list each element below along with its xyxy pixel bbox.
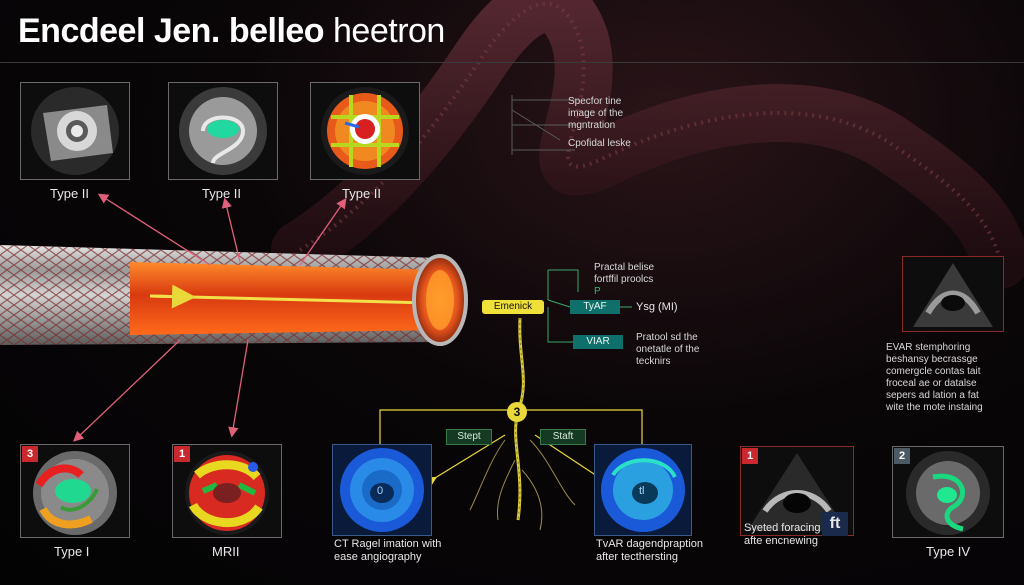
tvar-caption-line-2: after tecthersting <box>596 551 678 563</box>
bottom-panel-2-badge: 1 <box>174 446 190 462</box>
tvar-glyph: tl <box>639 485 645 497</box>
ct-cross-section-image <box>31 87 119 175</box>
ct-angiography-caption: CT Ragel imation with ease angiography <box>334 538 441 564</box>
ct-angiography-image <box>340 448 424 532</box>
bottom-panel-2 <box>172 444 282 538</box>
evar-note: EVAR stemphoring beshansy becrassge come… <box>886 342 983 414</box>
legend-note-line-2: image of the <box>568 108 624 119</box>
ultra-panel-badge: 1 <box>742 448 758 464</box>
title-divider <box>0 62 1024 63</box>
type-iv-badge: 2 <box>894 448 910 464</box>
viar-chip: VIAR <box>573 335 623 349</box>
flow-right-note-line-2: onetatle of the <box>636 344 700 355</box>
type-i-heatmap-image <box>33 451 117 535</box>
arrow-to-top-panel-3 <box>299 197 347 266</box>
top-panel-3 <box>310 82 420 180</box>
heatmap-cross-section-image <box>321 87 409 175</box>
ct-graft-image <box>179 87 267 175</box>
type-iv-label: Type IV <box>926 544 971 559</box>
top-panel-2-label: Type II <box>202 186 242 201</box>
ultra-panel-caption-line-1: Syeted foracing <box>744 522 821 534</box>
tyaf-chip: TyAF <box>570 300 620 314</box>
ct-angiography-glyph: 0 <box>377 485 384 497</box>
mri-heatmap-image <box>185 451 269 535</box>
evar-note-line-3: comergcle contas tait <box>886 366 981 377</box>
flow-right-note: Pratool sd the onetatle of the tecknirs <box>636 332 699 368</box>
legend-bracket <box>511 95 580 155</box>
page-title: Encdeel Jen. belleo heetron <box>18 12 445 51</box>
stept-chip: Stept <box>446 429 492 445</box>
evar-note-line-4: froceal ae or datalse <box>886 378 977 389</box>
ultrasound-thumbnail <box>902 256 1004 332</box>
top-panel-3-label: Type II <box>342 186 382 201</box>
flow-right-note-line-3: tecknirs <box>636 356 671 367</box>
legend-note-line-1: Specfor tine <box>568 96 622 107</box>
top-panel-1 <box>20 82 130 180</box>
ultrasound-image <box>913 263 993 327</box>
ysg-label: Ysg (MI) <box>636 301 678 313</box>
flow-right-note-line-1: Pratool sd the <box>636 332 698 343</box>
evar-note-line-1: EVAR stemphoring <box>886 342 971 353</box>
emenick-chip: Emenick <box>482 300 544 314</box>
flow-top-note-line-3: P <box>594 286 601 297</box>
artery-curve <box>271 0 1024 289</box>
top-panel-2 <box>168 82 278 180</box>
ultra-panel-image <box>747 453 847 531</box>
staft-chip: Staft <box>540 429 586 445</box>
ct-angiography-caption-line-2: ease angiography <box>334 551 422 563</box>
ultra-panel-caption-line-2: afte encnewing <box>744 535 818 547</box>
legend-note: Specfor tine image of the mgntration Cpo… <box>568 96 631 150</box>
tvar-panel: tl <box>594 444 692 536</box>
arrow-to-bottom-panel-2 <box>228 339 249 438</box>
stent-graft <box>0 245 468 346</box>
title-bold: Encdeel Jen. belleo <box>18 12 325 50</box>
bottom-panel-1 <box>20 444 130 538</box>
ct-angiography-panel: 0 <box>332 444 432 536</box>
ultra-panel <box>740 446 854 536</box>
flow-top-note-line-2: fortffil proolcs <box>594 274 654 285</box>
title-light: heetron <box>333 12 445 50</box>
tvar-caption: TvAR dagendpraption after tecthersting <box>596 538 703 564</box>
legend-note-line-3: mgntration <box>568 120 616 131</box>
tvar-caption-line-1: TvAR dagendpraption <box>596 538 704 550</box>
ultra-panel-caption: Syeted foracing afte encnewing <box>744 522 820 548</box>
bottom-panel-1-badge: 3 <box>22 446 38 462</box>
type-iv-image <box>906 451 990 535</box>
step-node: 3 <box>507 402 527 422</box>
arrow-to-bottom-panel-1 <box>73 339 181 442</box>
tvar-image <box>601 448 685 532</box>
flow-top-note-line-1: Practal belise <box>594 262 655 273</box>
flow-top-note: Practal belise fortffil proolcs P <box>594 262 654 298</box>
bottom-panel-2-label: MRII <box>212 544 240 559</box>
type-iv-panel <box>892 446 1004 538</box>
top-panel-1-label: Type II <box>50 186 90 201</box>
evar-note-line-6: wite the mote instaing <box>886 402 983 413</box>
arrow-to-top-panel-1 <box>97 193 211 266</box>
bottom-panel-1-label: Type I <box>54 544 90 559</box>
arrow-to-top-panel-2 <box>221 197 241 263</box>
ct-angiography-caption-line-1: CT Ragel imation with <box>334 538 442 550</box>
ft-logo-icon: ft <box>822 512 848 536</box>
evar-note-line-5: sepers ad lation a fat <box>886 390 979 401</box>
evar-note-line-2: beshansy becrassge <box>886 354 978 365</box>
legend-note-line-4: Cpofidal leske <box>568 138 631 149</box>
